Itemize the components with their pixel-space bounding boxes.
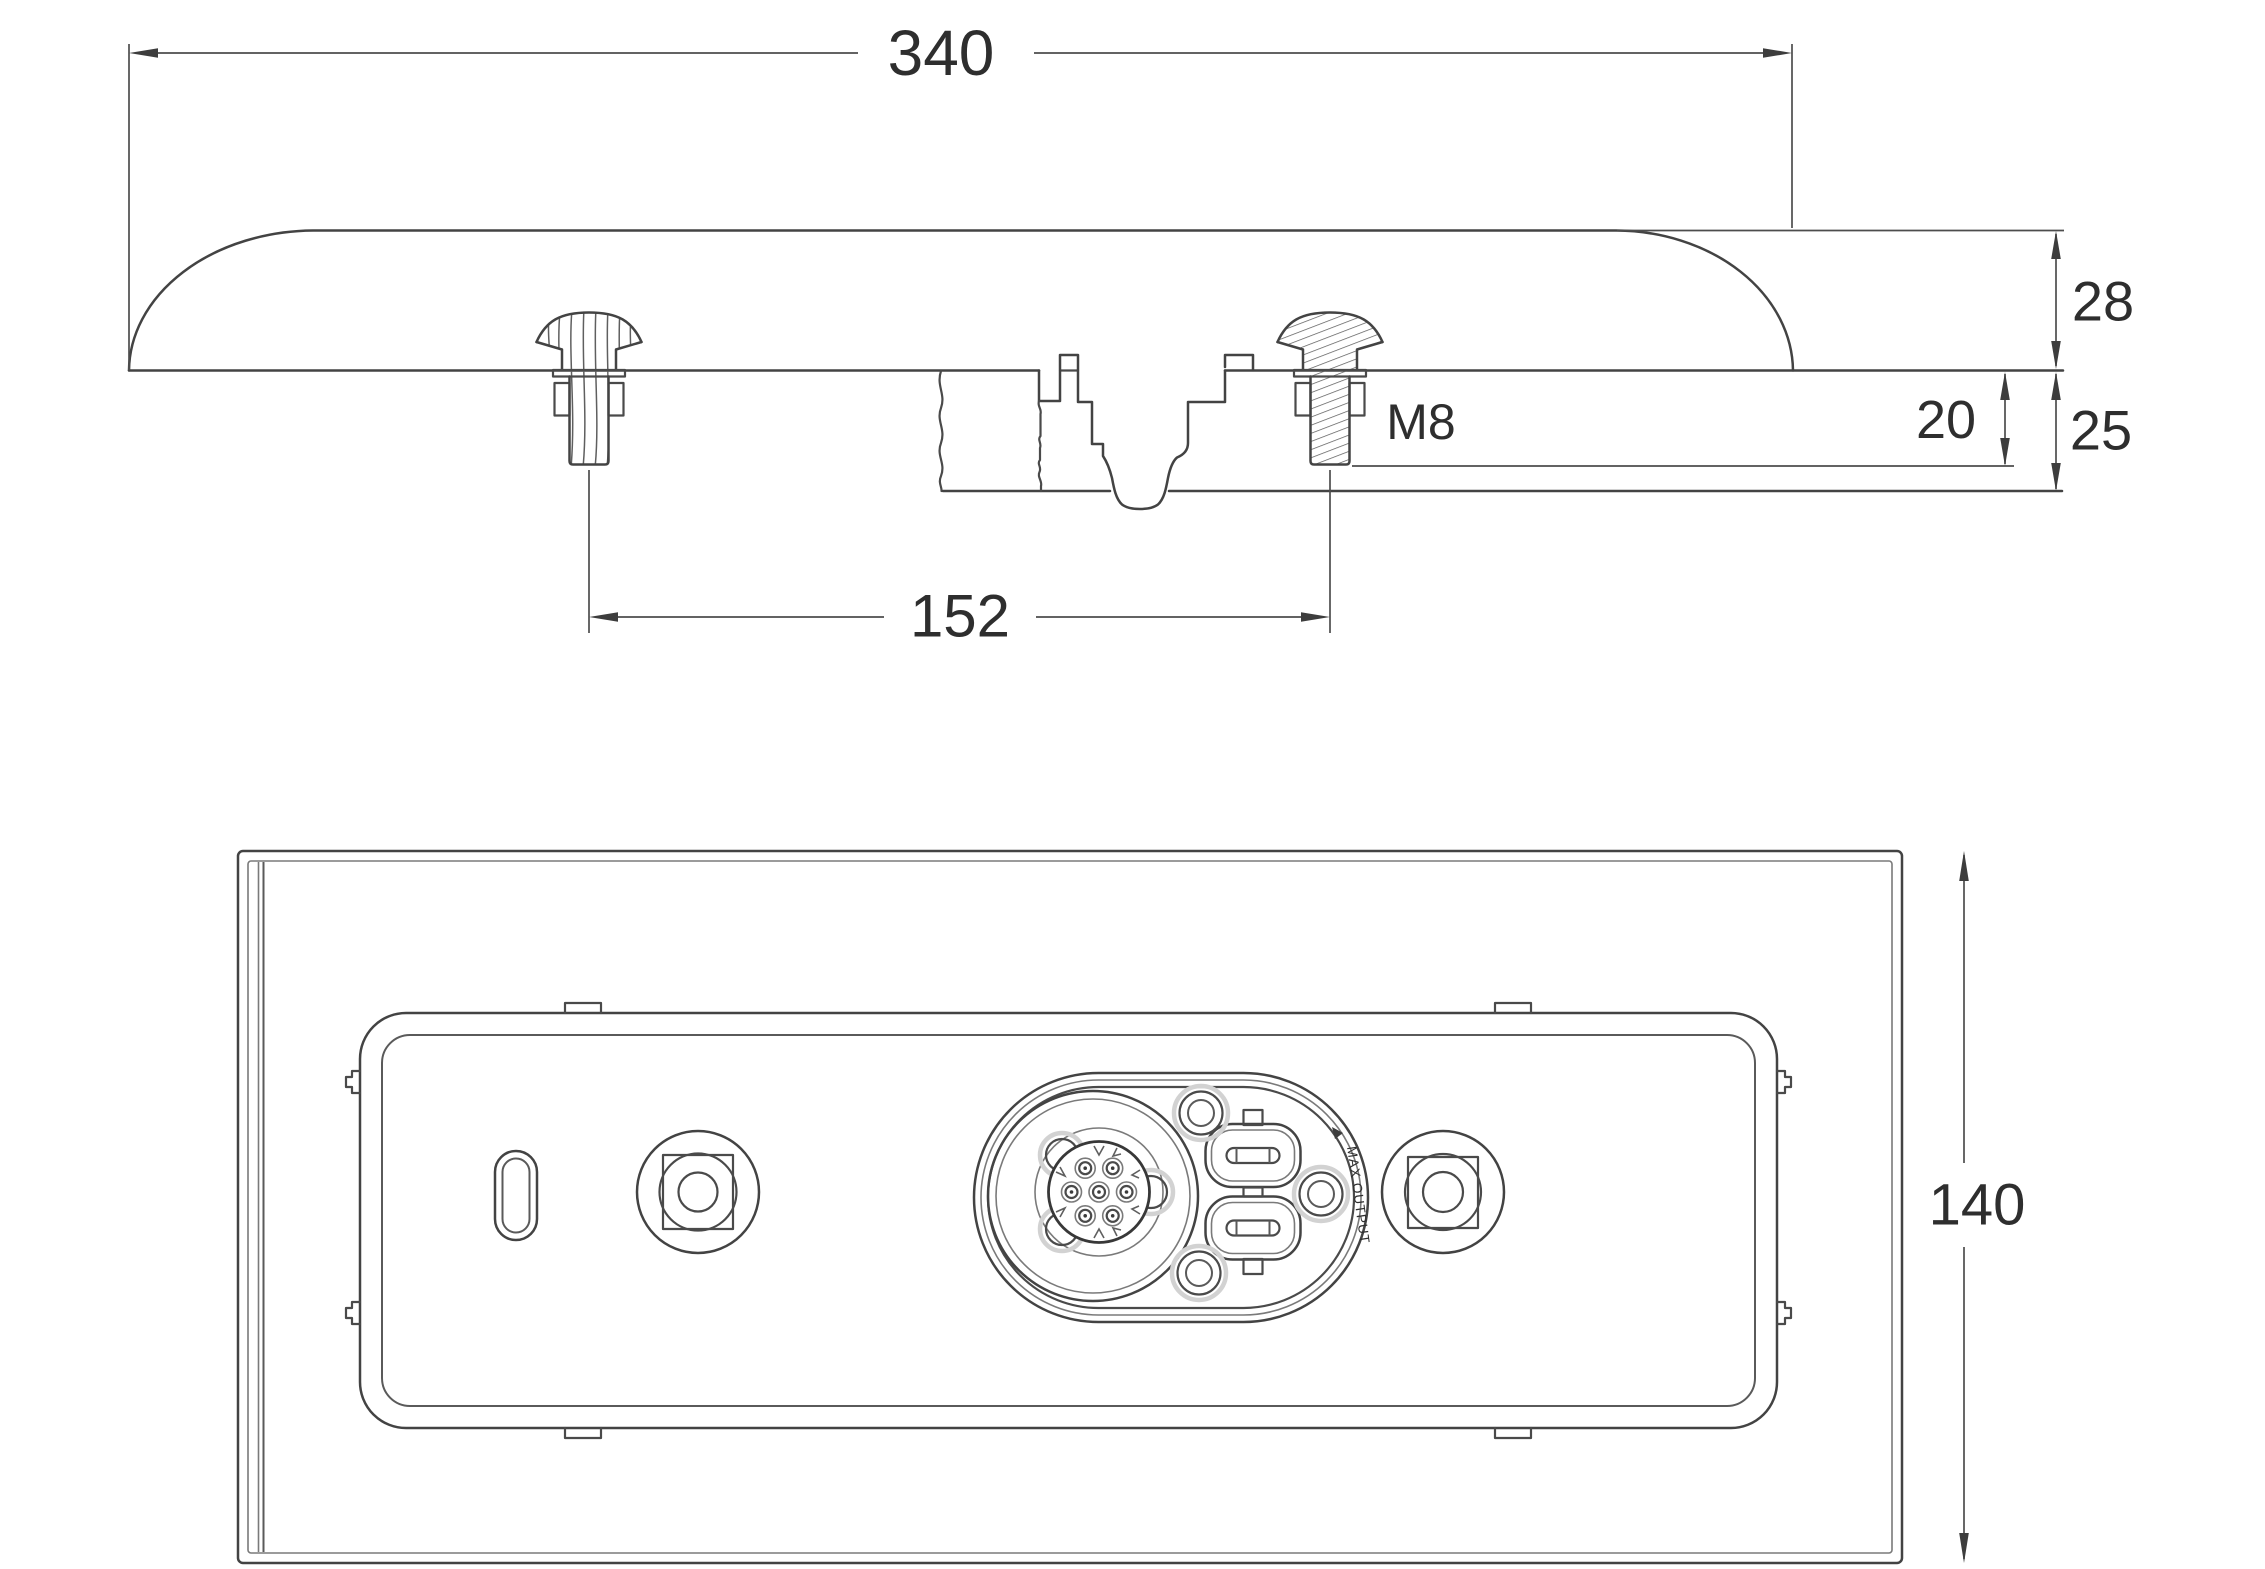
dim-140-label: 140	[1929, 1173, 2026, 1238]
dimension-28: 28	[1617, 229, 2134, 369]
pill-slot	[493, 1149, 539, 1242]
break-line	[938, 369, 944, 493]
dim-152-label: 152	[910, 583, 1010, 650]
flat-connector-bottom	[1204, 1195, 1302, 1261]
dimension-140: 140	[1929, 851, 2026, 1563]
connector-pins	[1060, 1157, 1138, 1227]
rear-inner-rect	[247, 860, 1893, 1554]
mounting-stud-left	[535, 311, 643, 466]
rear-view: MAX OUTPUT 140	[236, 849, 2026, 1565]
connector-cluster: MAX OUTPUT	[972, 1071, 1373, 1324]
rear-bolt-right	[1380, 1129, 1506, 1255]
dimension-25: 25	[2051, 372, 2132, 491]
housing-outline	[344, 1001, 1793, 1440]
lens-profile	[127, 229, 1795, 372]
dim-340-label: 340	[888, 17, 995, 89]
connector-stadium-outer	[972, 1071, 1370, 1324]
dimension-20: 20	[1352, 372, 2014, 467]
bracket-section	[1037, 353, 1255, 511]
rear-bolt-left	[635, 1129, 761, 1255]
dim-25-label: 25	[2070, 399, 2132, 462]
round-connector	[986, 1089, 1200, 1303]
side-view: 340 152 28 25	[127, 17, 2134, 650]
screw-boss-top	[1171, 1083, 1231, 1143]
dimension-340: 340	[128, 17, 1793, 370]
mounting-stud-right	[1276, 311, 1384, 466]
dim-28-label: 28	[2072, 270, 2134, 333]
dimension-152: 152	[588, 470, 1331, 650]
dim-20-label: 20	[1916, 390, 1976, 450]
screw-boss-bottom	[1169, 1243, 1229, 1303]
thread-label: M8	[1386, 394, 1455, 450]
connector-stadium-mid	[980, 1079, 1362, 1316]
flat-connector-tabs	[1242, 1108, 1264, 1276]
screw-boss-right	[1291, 1164, 1351, 1224]
rear-outer-rect	[236, 849, 1904, 1565]
plug-keyways	[1055, 1145, 1141, 1239]
panel-section	[938, 369, 2064, 493]
